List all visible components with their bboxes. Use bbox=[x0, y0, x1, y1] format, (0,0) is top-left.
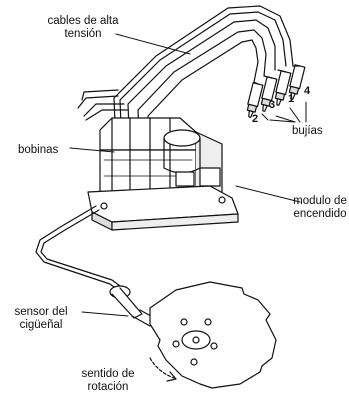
rotation-arrowhead bbox=[167, 372, 176, 381]
label-sensor-line1: sensor del bbox=[4, 306, 78, 319]
plug-number-4: 4 bbox=[304, 85, 310, 98]
label-bujias: bujías bbox=[292, 125, 323, 138]
label-sensor: sensor del cigüeñal bbox=[4, 306, 78, 332]
label-cables-line1: cables de alta bbox=[38, 15, 128, 28]
label-modulo-line1: modulo de bbox=[292, 195, 348, 208]
label-cables-line2: tensión bbox=[38, 28, 128, 41]
label-modulo-line2: encendido bbox=[292, 208, 348, 221]
plug-number-2: 2 bbox=[252, 113, 258, 126]
plug-number-3: 3 bbox=[269, 99, 275, 112]
plug-number-1: 1 bbox=[288, 93, 294, 106]
label-sentido-line2: rotación bbox=[72, 381, 144, 394]
label-sentido: sentido de rotación bbox=[72, 368, 144, 394]
label-sensor-line2: cigüeñal bbox=[4, 319, 78, 332]
label-bobinas: bobinas bbox=[18, 144, 58, 157]
label-cables: cables de alta tensión bbox=[38, 15, 128, 41]
label-sentido-line1: sentido de bbox=[72, 368, 144, 381]
label-modulo: modulo de encendido bbox=[292, 195, 348, 221]
reluctor-wheel bbox=[150, 282, 276, 388]
